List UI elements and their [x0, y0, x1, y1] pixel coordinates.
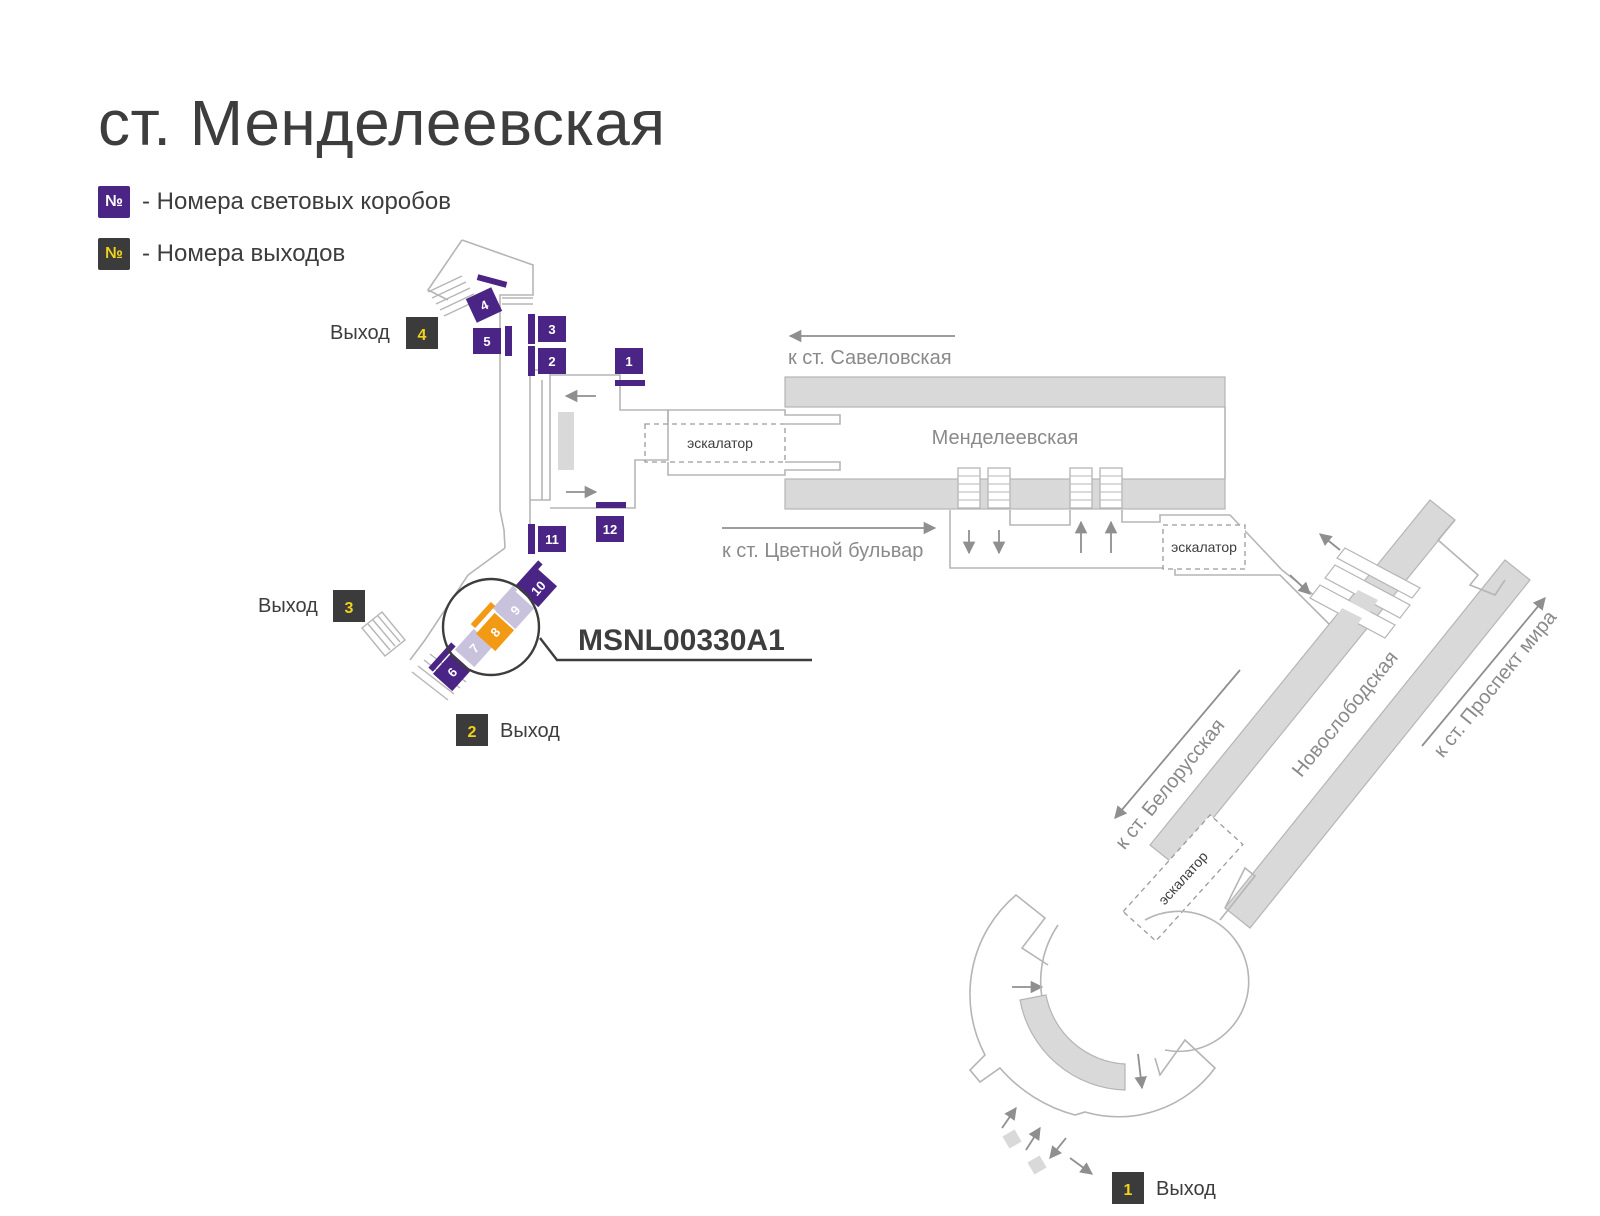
stairs-exit-4 [427, 275, 533, 317]
lightbox-8 [475, 612, 515, 652]
lightbox-10-bar [515, 560, 543, 590]
exit-1-label: Выход [1156, 1178, 1216, 1200]
lightbox-3-label: 3 [548, 322, 555, 337]
escalator-left-label: эскалатор [687, 435, 753, 451]
direction-tsvetnoy: к ст. Цветной бульвар [722, 540, 923, 562]
platform-stairs [957, 467, 1123, 509]
exit-2-box [456, 714, 488, 746]
round-hall [968, 893, 1250, 1175]
lightbox-2-bar [528, 346, 535, 376]
lightbox-11-bar [528, 524, 535, 554]
highlight-circle [441, 577, 541, 677]
exit-legend-swatch: № [98, 238, 130, 270]
escalator-left: эскалатор [644, 423, 786, 463]
lightbox-legend-label: - Номера световых коробов [142, 188, 451, 215]
exit-4-box [406, 317, 438, 349]
platform-stair-steps [958, 475, 1122, 501]
lightbox-3 [538, 316, 566, 342]
lightbox-1 [615, 348, 643, 374]
exit-3-number: 3 [345, 600, 354, 617]
station-label-mendeleevskaya: Менделеевская [932, 427, 1079, 449]
exit-3: Выход 3 [258, 590, 365, 622]
lightbox-5-bar [505, 326, 512, 356]
exit-1-box [1112, 1172, 1144, 1204]
novoslobodskaya-stairs [1309, 547, 1421, 639]
exit-1: 1 Выход [1112, 1172, 1216, 1204]
exit-4: Выход 4 [330, 317, 438, 349]
legend-lightboxes: № - Номера световых коробов [98, 186, 451, 218]
lightbox-12-bar [596, 502, 626, 508]
lightbox-2-label: 2 [548, 354, 555, 369]
lightbox-5-label: 5 [483, 334, 490, 349]
lightbox-4 [465, 287, 503, 323]
exit-4-number: 4 [418, 327, 427, 344]
flow-arrows [564, 329, 1546, 1175]
lightbox-3-bar [528, 314, 535, 344]
exit-3-label: Выход [258, 595, 318, 617]
lightbox-11 [538, 526, 566, 552]
placement-code: MSNL00330A1 [578, 624, 785, 657]
left-vestibule-kiosk [558, 412, 574, 470]
left-escalator-connectors [667, 409, 841, 476]
lightbox-9 [495, 590, 535, 630]
escalator-right-label: эскалатор [1171, 539, 1237, 555]
lightbox-12 [596, 516, 624, 542]
direction-savelovskaya: к ст. Савеловская [788, 347, 952, 369]
exit-2-number: 2 [468, 724, 477, 741]
lightbox-12-label: 12 [603, 522, 617, 537]
transfer-corridor [949, 510, 1331, 626]
lightbox-2 [538, 348, 566, 374]
lightbox-8-bar [470, 601, 496, 629]
lightbox-6 [432, 652, 472, 692]
legend-exits: № - Номера выходов [98, 238, 345, 270]
lightbox-1-bar [615, 380, 645, 386]
page-title: ст. Менделеевская [98, 87, 666, 159]
stairs-exit-3 [361, 611, 406, 657]
exit-4-label: Выход [330, 322, 390, 344]
lightbox-legend-swatch: № [98, 186, 130, 218]
callout-line [539, 637, 812, 662]
lightbox-4-bar [476, 274, 508, 288]
novoslobodskaya-blocks [1334, 590, 1378, 630]
exit-1-number: 1 [1124, 1182, 1133, 1199]
exit-2: 2 Выход [456, 714, 560, 746]
escalator-right: эскалатор [1162, 524, 1246, 570]
exit-3-box [333, 590, 365, 622]
exit-2-label: Выход [500, 720, 560, 742]
lightbox-1-label: 1 [625, 354, 632, 369]
lightbox-11-label: 11 [545, 532, 559, 547]
lightbox-9-bar [492, 585, 518, 613]
lightbox-5 [473, 328, 501, 354]
exit-legend-label: - Номера выходов [142, 240, 346, 267]
